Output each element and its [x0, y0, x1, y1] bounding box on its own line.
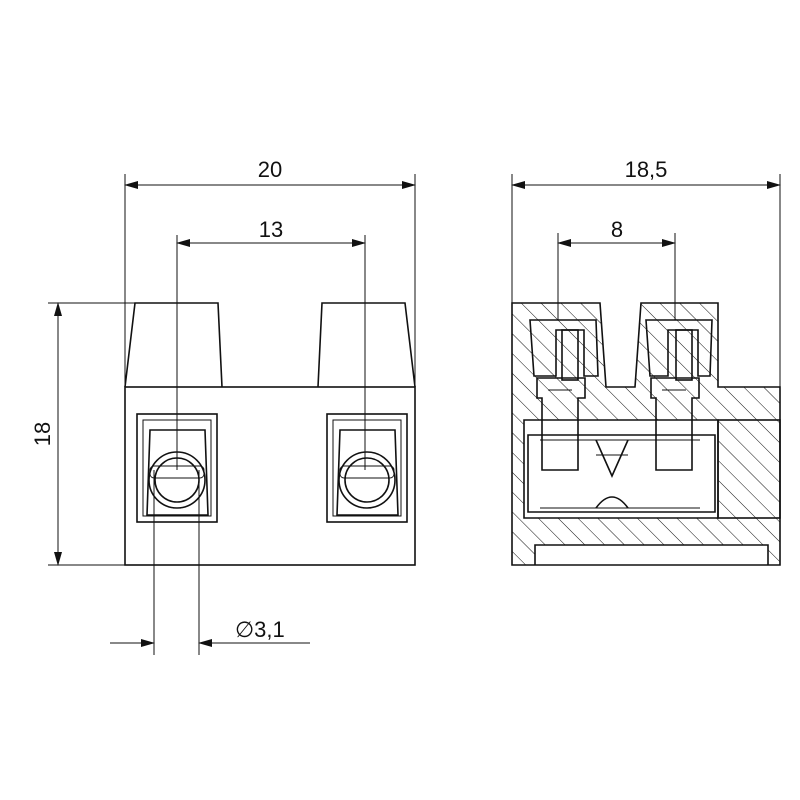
- left-screw-section: [529, 319, 599, 471]
- width-dimension-label: 20: [258, 157, 282, 182]
- pitch-dimension-label: 13: [259, 217, 283, 242]
- hole-dimension-label: ∅3,1: [235, 617, 285, 642]
- right-screw-section: [645, 319, 713, 471]
- depth-dimension-label: 18,5: [625, 157, 668, 182]
- terminal-body: [124, 386, 416, 566]
- right-cable-entry: [317, 302, 416, 388]
- bridge-strip: [527, 434, 716, 513]
- left-cable-entry: [124, 302, 223, 388]
- side-section-view: 18,5 8: [511, 157, 781, 566]
- height-dimension-label: 18: [30, 422, 55, 446]
- section-shell: [511, 302, 781, 566]
- end-block: [717, 419, 781, 519]
- inner-dimension-label: 8: [611, 217, 623, 242]
- right-terminal-window: [326, 413, 408, 523]
- front-view: 20 13 18 ∅3,1: [30, 157, 416, 655]
